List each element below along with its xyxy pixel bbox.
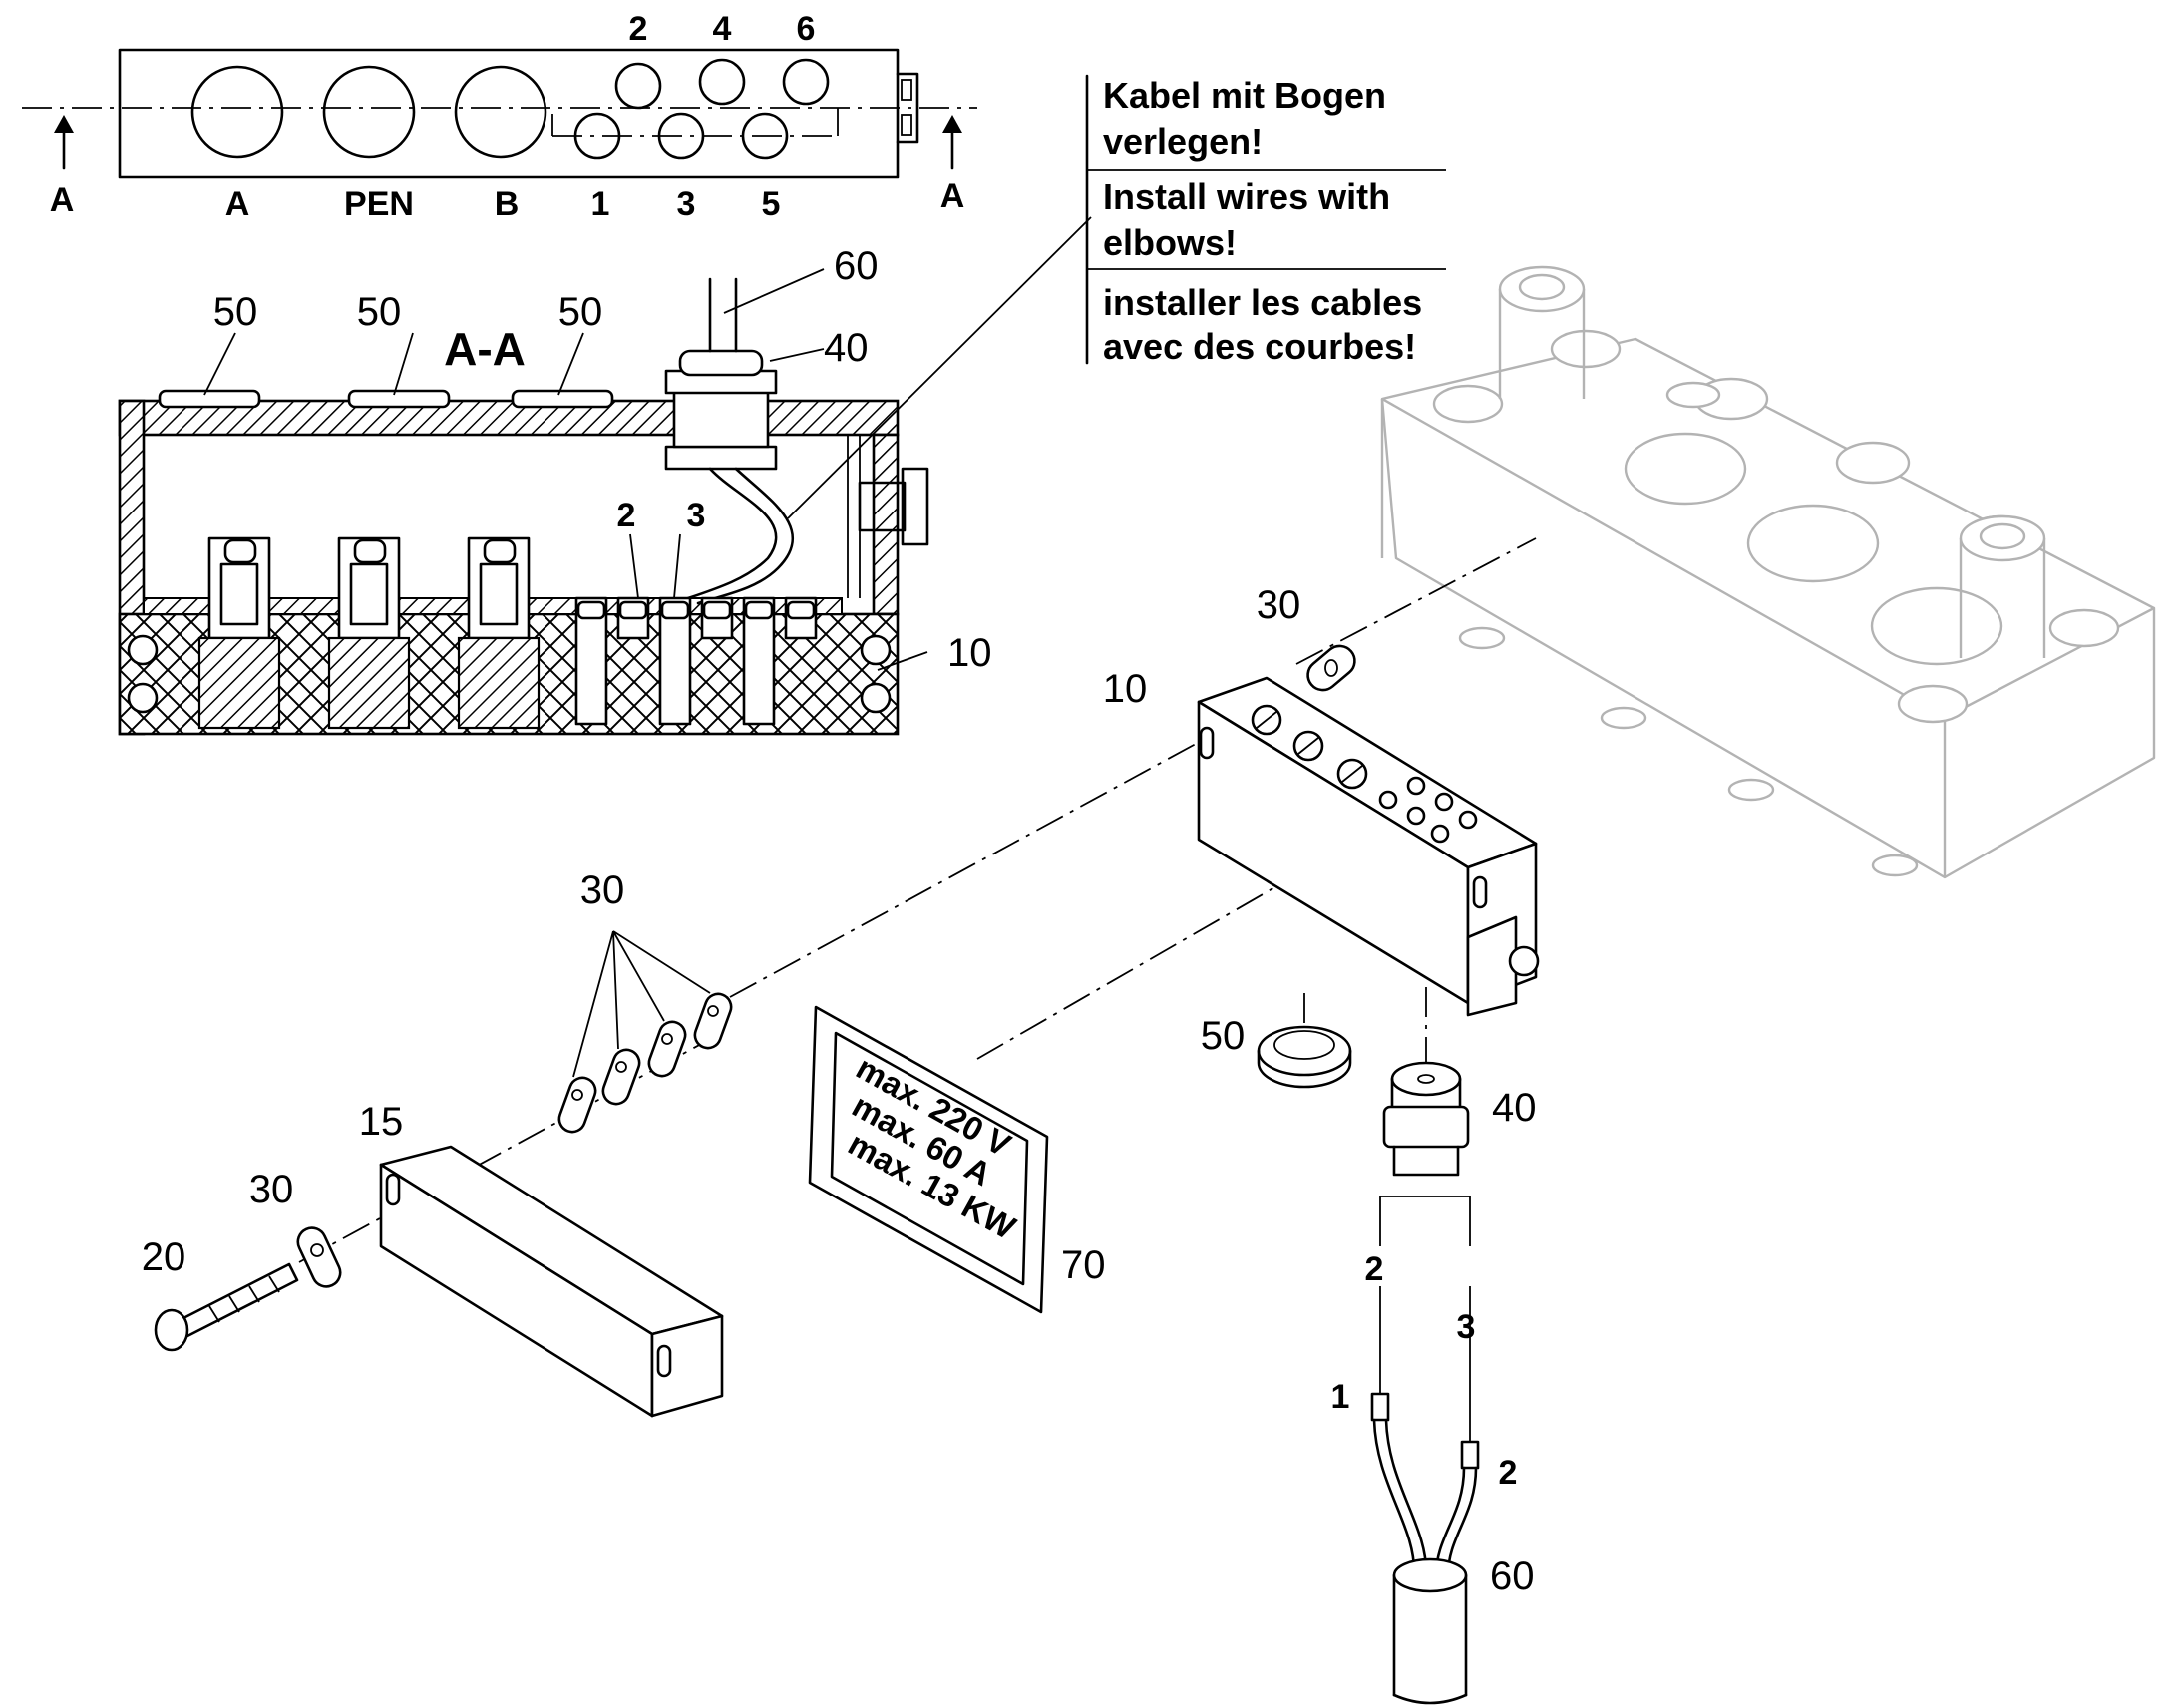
- terminal-hole-PEN: [322, 65, 416, 159]
- wire-label: 3: [1457, 1308, 1476, 1346]
- callout-50: 50: [558, 290, 603, 334]
- top-view-body: [118, 48, 900, 179]
- wire-label: 2: [617, 497, 636, 534]
- callout-60: 60: [1490, 1554, 1535, 1598]
- terminal-label: 1: [591, 185, 610, 223]
- terminal-label: PEN: [344, 185, 414, 223]
- note-de-line1: Kabel mit Bogen: [1103, 75, 1386, 116]
- callout-50: 50: [357, 290, 402, 334]
- terminal-housing: [1197, 676, 1540, 1017]
- terminal-label: 4: [713, 10, 732, 48]
- terminal-big: [327, 536, 411, 730]
- installation-notes: Kabel mit Bogen verlegen! Install wires …: [787, 74, 1446, 519]
- note-en-line2: elbows!: [1103, 222, 1237, 263]
- section-marker-right: A: [940, 177, 965, 215]
- terminal-big: [197, 536, 281, 730]
- section-view: 50 50 50 A-A 60 40 10 2 3: [118, 244, 992, 736]
- rating-plate: max. 220 V max. 60 A max. 13 KW: [808, 1005, 1049, 1314]
- callout-20: 20: [142, 1235, 186, 1279]
- note-fr-line1: installer les cables: [1103, 282, 1422, 323]
- blanking-plug: [1257, 1025, 1352, 1089]
- wire-label: 2: [1365, 1250, 1384, 1288]
- washers-group: [557, 930, 733, 1134]
- terminal-hole-A: [190, 65, 284, 159]
- note-de-line2: verlegen!: [1103, 121, 1263, 162]
- callout-30: 30: [249, 1168, 294, 1211]
- section-view-title: A-A: [444, 323, 526, 375]
- callout-40: 40: [824, 326, 869, 370]
- terminal-label: 6: [797, 10, 816, 48]
- terminal-label: 1: [1331, 1378, 1350, 1416]
- terminal-label: 5: [762, 185, 781, 223]
- terminal-label: B: [495, 185, 520, 223]
- cable-gland: [1382, 1061, 1470, 1177]
- callout-10: 10: [1103, 667, 1148, 711]
- wire-label: 3: [687, 497, 706, 534]
- note-en-line1: Install wires with: [1103, 176, 1390, 217]
- power-cable: [1370, 1196, 1480, 1705]
- section-marker-left: A: [50, 181, 75, 219]
- note-fr-line2: avec des courbes!: [1103, 326, 1416, 367]
- callout-10: 10: [947, 631, 992, 675]
- mounting-block: [1380, 265, 2156, 879]
- washer-top: [1306, 644, 1356, 692]
- callout-30: 30: [1257, 583, 1301, 627]
- top-view: A A A PEN B 1 3 5 2 4 6: [22, 10, 977, 223]
- terminal-hole-B: [454, 65, 547, 159]
- cover-bar: [379, 1145, 724, 1418]
- terminal-label: 2: [1499, 1454, 1518, 1492]
- terminal-small-row: [574, 596, 818, 726]
- callout-30: 30: [580, 868, 625, 912]
- callout-70: 70: [1061, 1243, 1106, 1287]
- exploded-view: 30 10 30: [142, 537, 1540, 1705]
- terminal-label: 2: [629, 10, 648, 48]
- callout-50: 50: [1201, 1014, 1246, 1058]
- cap-screw: [154, 1262, 299, 1352]
- callout-60: 60: [834, 244, 879, 288]
- callout-40: 40: [1492, 1086, 1537, 1130]
- callout-15: 15: [359, 1100, 404, 1144]
- terminal-label: A: [225, 185, 250, 223]
- terminal-label: 3: [677, 185, 696, 223]
- washer-single: [296, 1226, 342, 1288]
- callout-50: 50: [213, 290, 258, 334]
- terminal-big: [457, 536, 541, 730]
